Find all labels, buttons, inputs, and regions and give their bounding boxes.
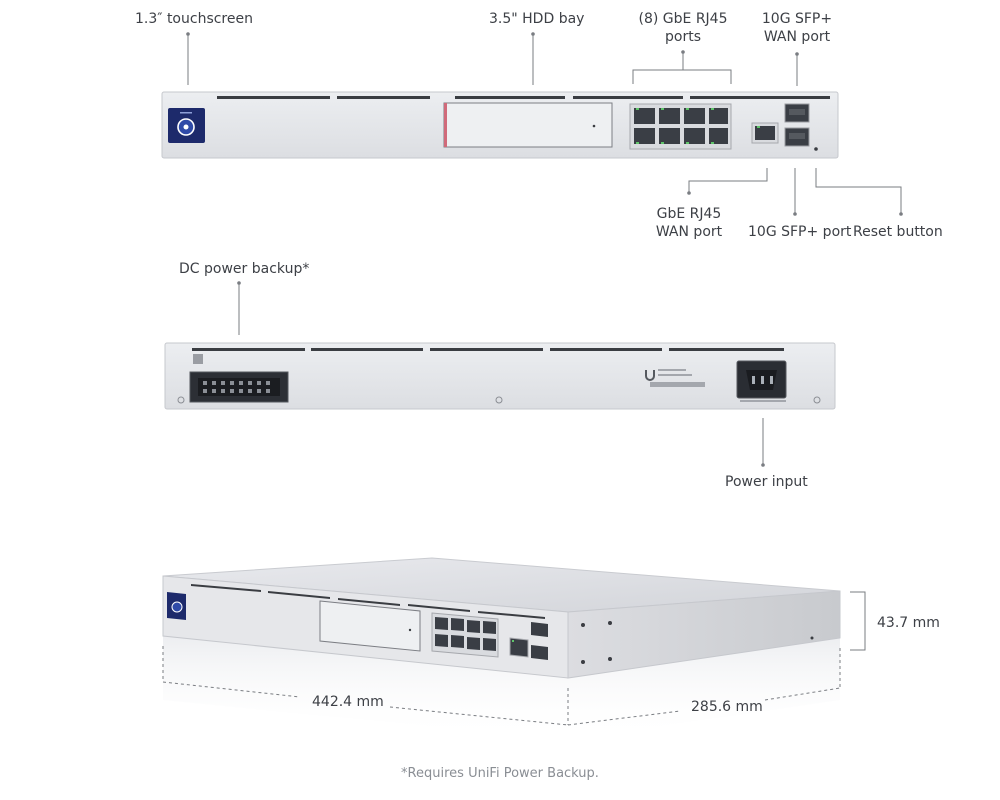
dc-power-connector [189, 354, 289, 403]
front-panel [161, 91, 839, 159]
sfp-wan-label-line2: WAN port [763, 29, 831, 45]
width-dimension-label: 442.4 mm [312, 694, 384, 710]
ubiquiti-logo-icon [645, 370, 655, 381]
rear-panel [164, 342, 836, 410]
power-input-label: Power input [725, 474, 808, 490]
isometric-view [162, 557, 841, 740]
rj45-port-block [629, 103, 732, 150]
rear-leader-lines [238, 283, 764, 465]
footnote: *Requires UniFi Power Backup. [401, 766, 599, 781]
gbe-wan-label-line1: GbE RJ45 [656, 206, 722, 222]
sfp-port-pair [784, 103, 810, 147]
touchscreen-label: 1.3″ touchscreen [135, 11, 253, 27]
sfp-wan-label: 10G SFP+ WAN port [762, 10, 832, 46]
depth-dimension-label: 285.6 mm [691, 699, 763, 715]
reset-button-label: Reset button [853, 224, 943, 240]
gbe-wan-label-line2: WAN port [655, 224, 723, 240]
rj45-ports-label-line1: (8) GbE RJ45 [638, 11, 728, 27]
dc-power-label: DC power backup* [179, 261, 310, 277]
rj45-ports-label-line2: ports [664, 29, 701, 45]
sfp-port-label: 10G SFP+ port [748, 224, 852, 240]
reset-button [814, 147, 818, 151]
rj45-ports-label: (8) GbE RJ45 ports [639, 10, 728, 46]
hdd-bay [443, 102, 613, 148]
front-leader-lines [187, 34, 902, 214]
touchscreen-display [168, 108, 205, 143]
sfp-wan-label-line1: 10G SFP+ [761, 11, 833, 27]
dimension-lines [162, 591, 866, 726]
hdd-bay-label: 3.5" HDD bay [489, 11, 585, 27]
wan-rj45-port [751, 122, 779, 144]
gbe-wan-label: GbE RJ45 WAN port [656, 205, 722, 241]
height-dimension-label: 43.7 mm [877, 615, 940, 631]
ac-power-inlet [736, 360, 787, 402]
